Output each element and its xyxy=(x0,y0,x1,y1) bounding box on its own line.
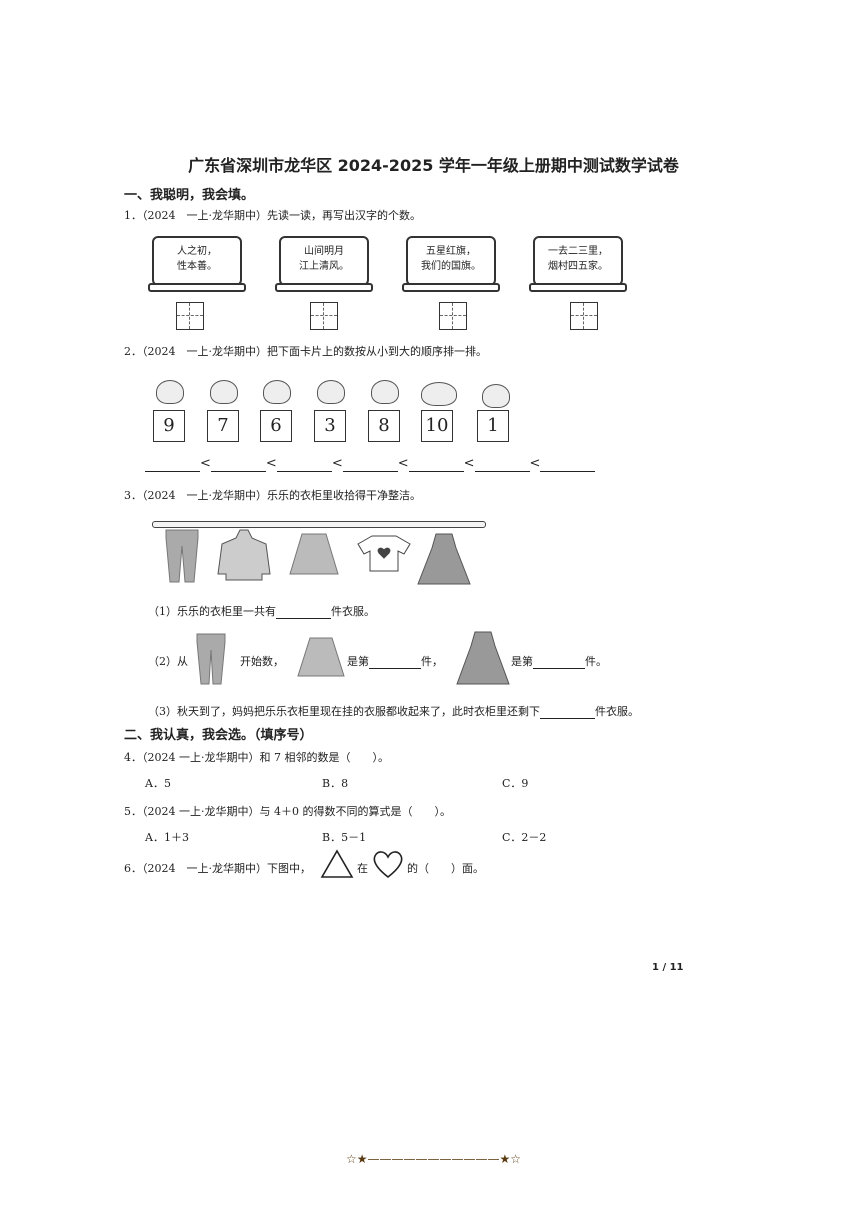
q3-part1: （1）乐乐的衣柜里一共有 件衣服。 xyxy=(148,603,375,619)
q3-stem: 3．（2024 一上·龙华期中）乐乐的衣柜里收拾得干净整洁。 xyxy=(124,489,421,502)
q3-part2-text: 件。 xyxy=(585,655,607,668)
order-blank[interactable] xyxy=(408,456,464,472)
chalk-tray xyxy=(275,283,373,292)
chalk-tray xyxy=(529,283,627,292)
less-than: < xyxy=(331,456,343,471)
order-blank[interactable] xyxy=(540,456,596,472)
q5-stem: 5．（2024 一上·龙华期中）与 4＋0 的得数不同的算式是（ ）。 xyxy=(124,805,451,818)
animal-icon-cat xyxy=(371,380,399,404)
answer-box-2[interactable] xyxy=(310,302,338,330)
pants-icon xyxy=(165,529,199,583)
q3-part3-suffix: 件衣服。 xyxy=(595,705,639,718)
board-line: 性本善。 xyxy=(177,261,217,272)
q6-stem-a: 6．（2024 一上·龙华期中）下图中， xyxy=(124,862,311,875)
less-than: < xyxy=(265,456,277,471)
q3-part2-from: （2）从 xyxy=(148,655,188,668)
animal-icon-zebra xyxy=(482,384,510,408)
section-2-heading: 二、我认真，我会选。（填序号） xyxy=(124,728,313,743)
q4-stem: 4．（2024 一上·龙华期中）和 7 相邻的数是（ ）。 xyxy=(124,751,389,764)
animal-icon-elephant xyxy=(421,382,457,406)
q3-part1-text: （1）乐乐的衣柜里一共有 xyxy=(148,605,276,618)
heart-icon xyxy=(373,851,403,879)
board-line: 我们的国旗。 xyxy=(421,261,481,272)
animal-icon-tiger xyxy=(263,380,291,404)
less-than: < xyxy=(200,456,211,471)
number-card: 1 xyxy=(477,410,509,442)
q6-stem-b: 在 xyxy=(357,862,368,875)
less-than: < xyxy=(463,456,475,471)
q3-part2-skirt: 是第 件， xyxy=(347,653,443,669)
q3-part1-suffix: 件衣服。 xyxy=(331,605,375,618)
order-blank[interactable] xyxy=(342,456,398,472)
less-than: < xyxy=(397,456,409,471)
board-line: 人之初， xyxy=(177,246,217,257)
blackboard-3: 五星红旗， 我们的国旗。 xyxy=(402,236,500,292)
animal-icon-dog xyxy=(317,380,345,404)
board-line: 一去二三里， xyxy=(548,246,608,257)
section-1-heading: 一、我聪明，我会填。 xyxy=(124,188,255,203)
pants-icon xyxy=(196,633,226,685)
answer-box-1[interactable] xyxy=(176,302,204,330)
animal-icon-penguin xyxy=(210,380,238,404)
footer-ornament: ☆★———————————★☆ xyxy=(345,1152,522,1166)
page-title: 广东省深圳市龙华区 2024-2025 学年一年级上册期中测试数学试卷 xyxy=(188,156,679,175)
less-than: < xyxy=(529,456,541,471)
q4-option-c[interactable]: C．9 xyxy=(502,777,529,790)
chalk-tray xyxy=(402,283,500,292)
number-card: 7 xyxy=(207,410,239,442)
number-card: 6 xyxy=(260,410,292,442)
q3-part2-blank-2[interactable] xyxy=(533,655,585,669)
q1-stem: 1．（2024 一上·龙华期中）先读一读，再写出汉字的个数。 xyxy=(124,209,421,222)
jacket-icon xyxy=(217,529,271,581)
blackboard-2: 山间明月江上清风。 xyxy=(275,236,373,292)
animal-icon-mouse xyxy=(156,380,184,404)
number-card: 8 xyxy=(368,410,400,442)
order-blank[interactable] xyxy=(474,456,530,472)
q3-part3-text: （3）秋天到了，妈妈把乐乐衣柜里现在挂的衣服都收起来了，此时衣柜里还剩下 xyxy=(148,705,540,718)
q3-part2-start: 开始数， xyxy=(240,655,284,668)
triangle-icon xyxy=(320,849,354,878)
number-card: 9 xyxy=(153,410,185,442)
answer-box-4[interactable] xyxy=(570,302,598,330)
hanging-clothes-illustration xyxy=(165,529,471,585)
q3-part2-text: 是第 xyxy=(511,655,533,668)
q4-option-b[interactable]: B．8 xyxy=(322,777,349,790)
q3-part2-text: 是第 xyxy=(347,655,369,668)
dress-icon xyxy=(417,533,471,585)
board-line: 江上清风。 xyxy=(299,261,349,272)
board-line: 山间明月 xyxy=(304,246,344,257)
q3-part2-dress: 是第 件。 xyxy=(511,653,607,669)
q4-option-a[interactable]: A．5 xyxy=(145,777,171,790)
blackboard-4: 一去二三里， 烟村四五家。 xyxy=(529,236,627,292)
q6-stem-c: 的（ ）面。 xyxy=(407,862,484,875)
q3-part1-blank[interactable] xyxy=(276,605,331,619)
order-blank[interactable] xyxy=(210,456,266,472)
number-card: 10 xyxy=(421,410,453,442)
skirt-icon xyxy=(297,637,345,677)
ordering-line: < < < < < < xyxy=(145,456,596,472)
chalk-tray xyxy=(148,283,246,292)
q5-option-c[interactable]: C．2－2 xyxy=(502,831,547,844)
dress-icon xyxy=(456,631,510,685)
tshirt-icon xyxy=(357,535,411,572)
q3-part3-blank[interactable] xyxy=(540,705,595,719)
q3-part2-text: 件， xyxy=(421,655,443,668)
q2-stem: 2．（2024 一上·龙华期中）把下面卡片上的数按从小到大的顺序排一排。 xyxy=(124,345,487,358)
answer-box-3[interactable] xyxy=(439,302,467,330)
number-card: 3 xyxy=(314,410,346,442)
q5-option-b[interactable]: B．5－1 xyxy=(322,831,367,844)
order-blank[interactable] xyxy=(145,456,200,472)
blackboard-1: 人之初， 性本善。 xyxy=(148,236,246,292)
board-line: 烟村四五家。 xyxy=(548,261,608,272)
clothes-rod xyxy=(152,521,486,528)
order-blank[interactable] xyxy=(276,456,332,472)
page-number: 1 / 11 xyxy=(652,962,684,973)
board-line: 五星红旗， xyxy=(426,246,476,257)
skirt-icon xyxy=(289,533,339,575)
q3-part2-blank-1[interactable] xyxy=(369,655,421,669)
q3-part3: （3）秋天到了，妈妈把乐乐衣柜里现在挂的衣服都收起来了，此时衣柜里还剩下 件衣服… xyxy=(148,703,639,719)
q5-option-a[interactable]: A．1＋3 xyxy=(145,831,189,844)
